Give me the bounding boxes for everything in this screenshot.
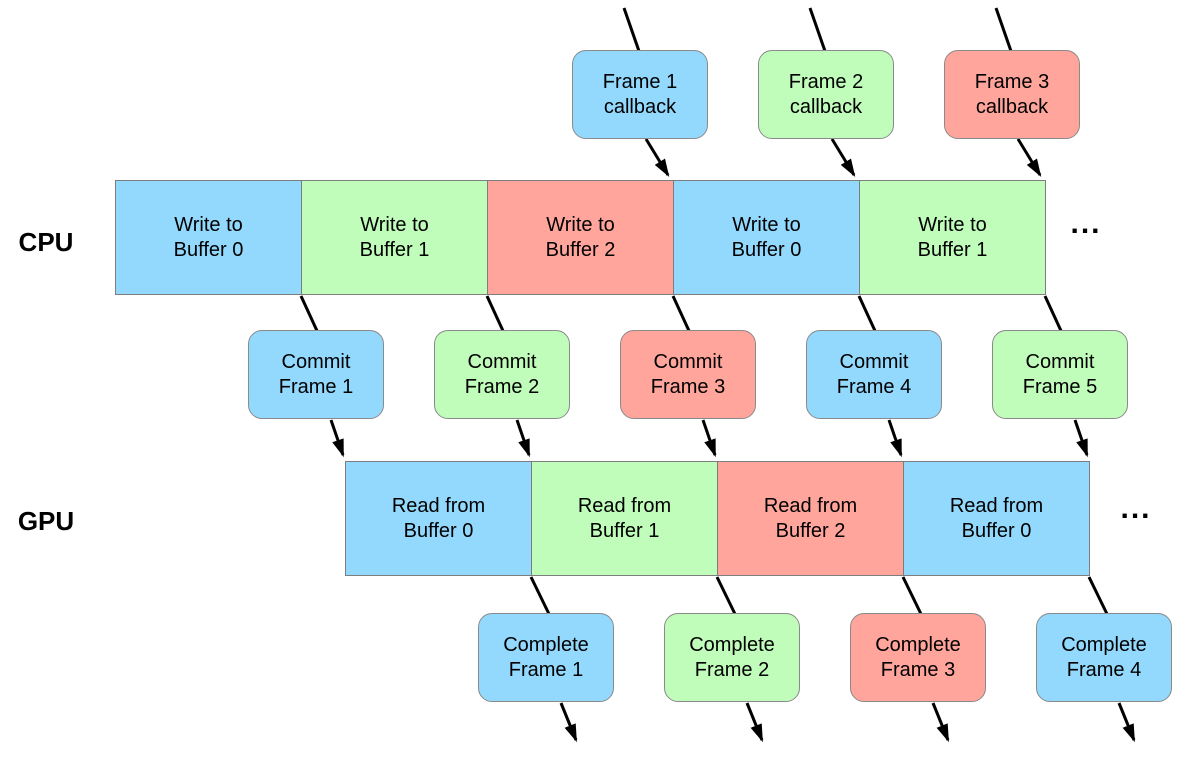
complete-frame-box: Complete Frame 3 [850,613,986,702]
complete-frame-box: Complete Frame 1 [478,613,614,702]
arrow [485,295,506,334]
arrow [715,576,737,615]
arrow [644,138,670,178]
cpu-ellipsis: ... [1070,207,1102,240]
arrow [931,702,950,743]
arrow [857,295,878,334]
cpu-track-label: CPU [18,227,74,257]
commit-frame-box: Commit Frame 2 [434,330,570,419]
cpu-segment: Write to Buffer 0 [115,180,302,295]
gpu-track-label: GPU [17,506,75,536]
frame-callback-box: Frame 1 callback [572,50,708,139]
arrow [1087,576,1109,615]
cpu-segment: Write to Buffer 1 [301,180,488,295]
frame-callback-box: Frame 2 callback [758,50,894,139]
arrow [808,7,828,55]
commit-frame-box: Commit Frame 3 [620,330,756,419]
frame-callback-box: Frame 3 callback [944,50,1080,139]
arrow [515,419,531,458]
arrow [529,576,551,615]
commit-frame-box: Commit Frame 1 [248,330,384,419]
arrow [701,419,717,458]
complete-frame-box: Complete Frame 4 [1036,613,1172,702]
cpu-segment: Write to Buffer 2 [487,180,674,295]
cpu-segment: Write to Buffer 1 [859,180,1046,295]
commit-frame-box: Commit Frame 5 [992,330,1128,419]
commit-frame-box: Commit Frame 4 [806,330,942,419]
gpu-segment: Read from Buffer 1 [531,461,718,576]
arrow [622,7,642,55]
arrow [299,295,320,334]
complete-frame-box: Complete Frame 2 [664,613,800,702]
arrow [1043,295,1064,334]
cpu-segment: Write to Buffer 0 [673,180,860,295]
gpu-segment: Read from Buffer 2 [717,461,904,576]
arrow [671,295,692,334]
arrow [329,419,345,458]
arrow [830,138,856,178]
arrow [994,7,1014,55]
gpu-segment: Read from Buffer 0 [345,461,532,576]
arrow [1016,138,1042,178]
arrow [559,702,578,743]
gpu-segment: Read from Buffer 0 [903,461,1090,576]
gpu-ellipsis: ... [1120,492,1152,525]
arrow [901,576,923,615]
arrow [1073,419,1089,458]
arrow [887,419,903,458]
arrow [745,702,764,743]
arrow [1117,702,1136,743]
